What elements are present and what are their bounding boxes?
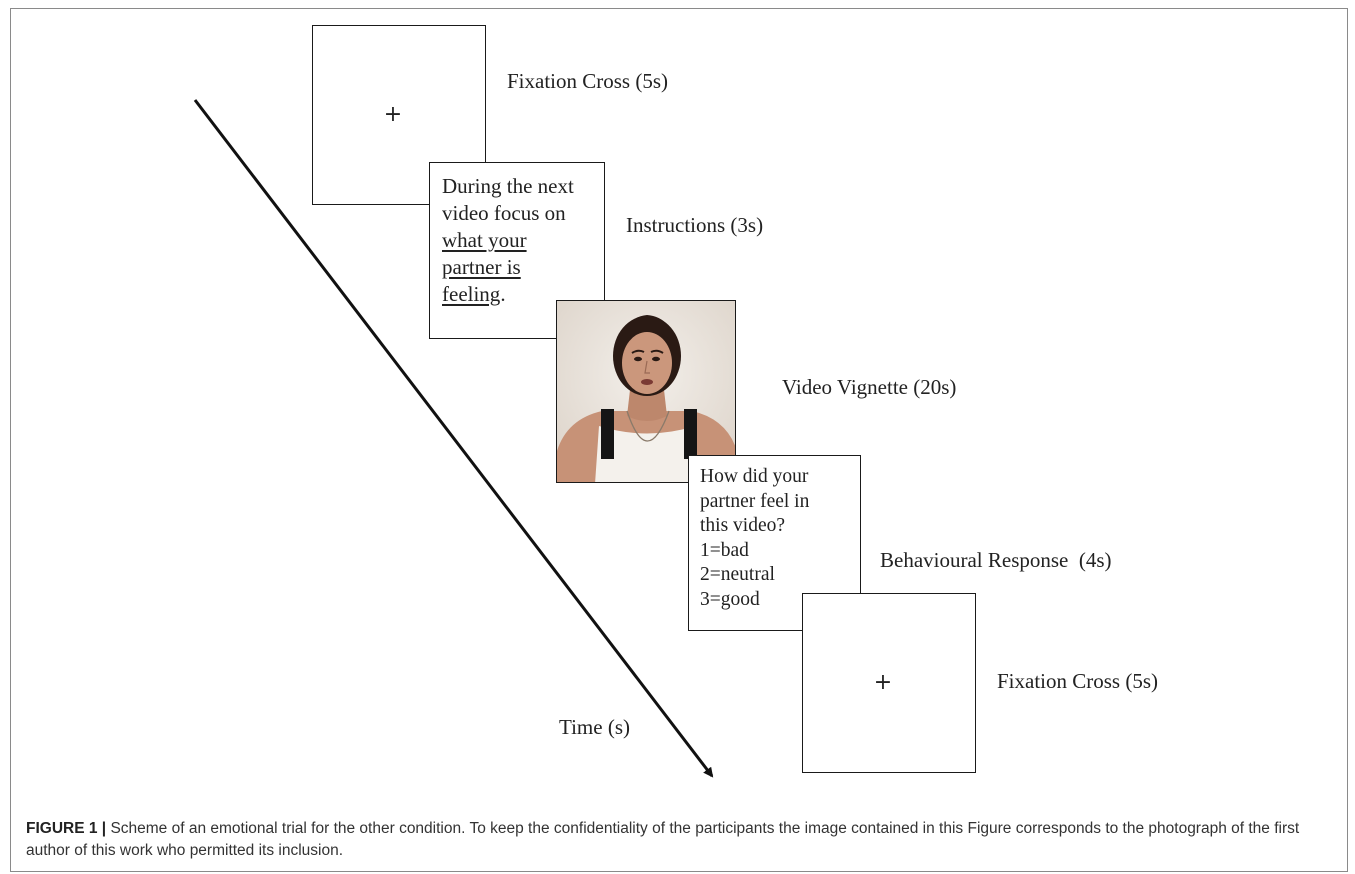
step-label-fixation-1: Fixation Cross (5s) [507,69,669,93]
fixation-cross-box-2: + [802,593,976,773]
response-line: this video? [700,515,786,536]
instructions-line: video focus on [442,201,566,225]
caption-separator: | [97,820,111,837]
instructions-period: . [500,282,506,306]
figure-caption: FIGURE 1 | Scheme of an emotional trial … [26,818,1341,862]
instructions-underlined-line: what your [442,228,527,252]
person-photo-illustration [557,301,735,482]
step-label-instructions: Instructions (3s) [626,213,764,237]
figure-frame [10,8,1348,872]
instructions-line: During the next [442,174,574,198]
response-option-bad: 1=bad [700,539,749,561]
time-axis-label: Time (s) [559,715,630,739]
fixation-cross-symbol-1: + [383,102,403,127]
step-label-response: Behavioural Response (4s) [880,548,1112,572]
fixation-cross-symbol-2: + [873,670,893,695]
caption-text: Scheme of an emotional trial for the oth… [26,820,1300,859]
response-text: How did your partner feel in this video?… [700,465,809,612]
step-label-video: Video Vignette (20s) [782,375,957,399]
instructions-underlined-line: feeling [442,282,501,306]
figure-number: FIGURE 1 [26,820,98,837]
instructions-underlined-line: partner is [442,255,521,279]
response-line: How did your [700,466,809,487]
video-vignette-photo [556,300,736,483]
instructions-text: During the next video focus on what your… [442,173,574,308]
response-option-good: 3=good [700,588,760,610]
response-option-neutral: 2=neutral [700,564,775,585]
response-line: partner feel in [700,490,810,512]
step-label-fixation-2: Fixation Cross (5s) [997,669,1159,693]
